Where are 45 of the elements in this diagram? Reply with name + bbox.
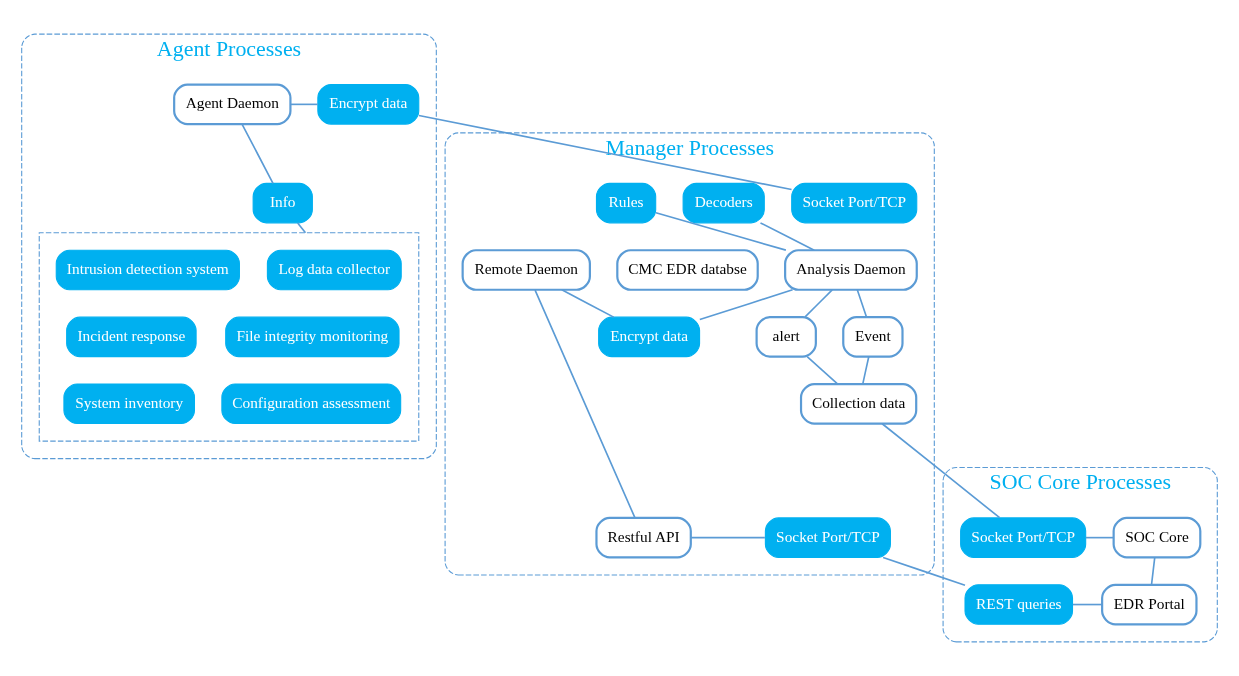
node-box: Encrypt data (598, 316, 701, 358)
connector (759, 222, 816, 252)
connector (1072, 603, 1103, 606)
node-box: alert (755, 316, 817, 358)
connector (856, 289, 868, 318)
connector (241, 123, 274, 185)
connector (534, 289, 636, 519)
connector (655, 211, 787, 251)
node-box: Socket Port/TCP (791, 182, 918, 224)
connector (690, 536, 766, 539)
connector (699, 289, 794, 321)
node-box: Remote Daemon (461, 249, 591, 291)
connector (560, 289, 615, 318)
node-box: Encrypt data (317, 84, 420, 125)
node-box: Incident response (66, 316, 197, 358)
node-box: Socket Port/TCP (960, 517, 1087, 558)
node-box: SOC Core (1112, 516, 1202, 559)
connector (881, 422, 1001, 519)
node-box: Restful API (595, 516, 692, 559)
node-box: Analysis Daemon (784, 249, 918, 291)
node-box: Configuration assessment (221, 383, 402, 425)
node-box: Event (842, 316, 904, 358)
node-box: CMC EDR databse (616, 249, 759, 291)
connector (418, 114, 793, 191)
connector (296, 222, 307, 234)
node-box: Agent Daemon (173, 83, 292, 126)
node-box: Intrusion detection system (55, 249, 240, 291)
node-box: EDR Portal (1101, 583, 1198, 626)
connector (882, 556, 966, 587)
node-box: Rules (595, 182, 657, 224)
connector (1085, 536, 1115, 539)
connector (861, 355, 870, 385)
node-box: Decoders (682, 182, 765, 224)
node-box: System inventory (63, 383, 195, 425)
connector (806, 355, 839, 385)
node-box: REST queries (964, 584, 1074, 625)
connector (289, 103, 319, 106)
node-box: File integrity monitoring (225, 316, 400, 358)
connector (1150, 556, 1156, 586)
node-box: Log data collector (266, 249, 402, 291)
connector (804, 289, 834, 318)
cluster (38, 232, 420, 442)
node-box: Collection data (799, 382, 918, 425)
node-box: Info (252, 182, 313, 224)
node-box: Socket Port/TCP (764, 517, 891, 558)
